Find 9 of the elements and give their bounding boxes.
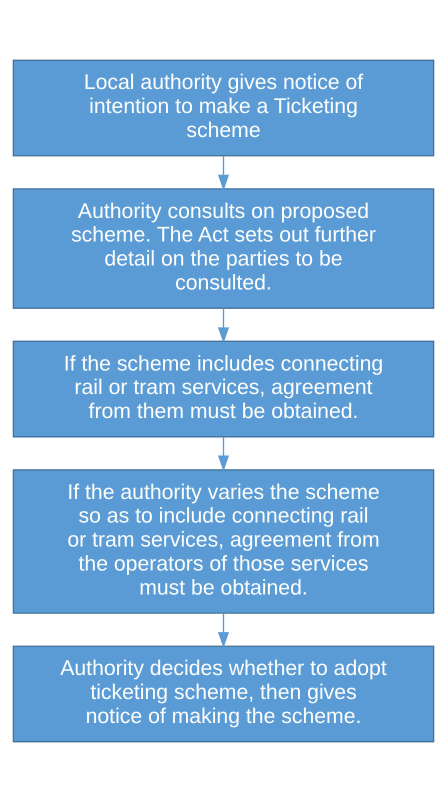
node-box: Local authority gives notice of intention to make a Ticketing scheme (12, 60, 434, 156)
arrow (218, 308, 230, 344)
node-box: Authority decides whether to adopt ticketing scheme, then gives notice of making the scheme. (12, 646, 434, 742)
node-box: If the scheme includes connecting rail or tram services, agreement from them must be obtained. (12, 340, 434, 438)
node-box: If the authority varies the scheme so as to include connecting rail or tram services, agreement from the operators of those services must be obtained. (12, 469, 434, 614)
arrow (218, 613, 230, 648)
arrow (218, 156, 230, 191)
arrow (218, 436, 230, 472)
node-box: Authority consults on proposed scheme. The Act sets out further detail on the parties to be consulted. (12, 188, 434, 309)
